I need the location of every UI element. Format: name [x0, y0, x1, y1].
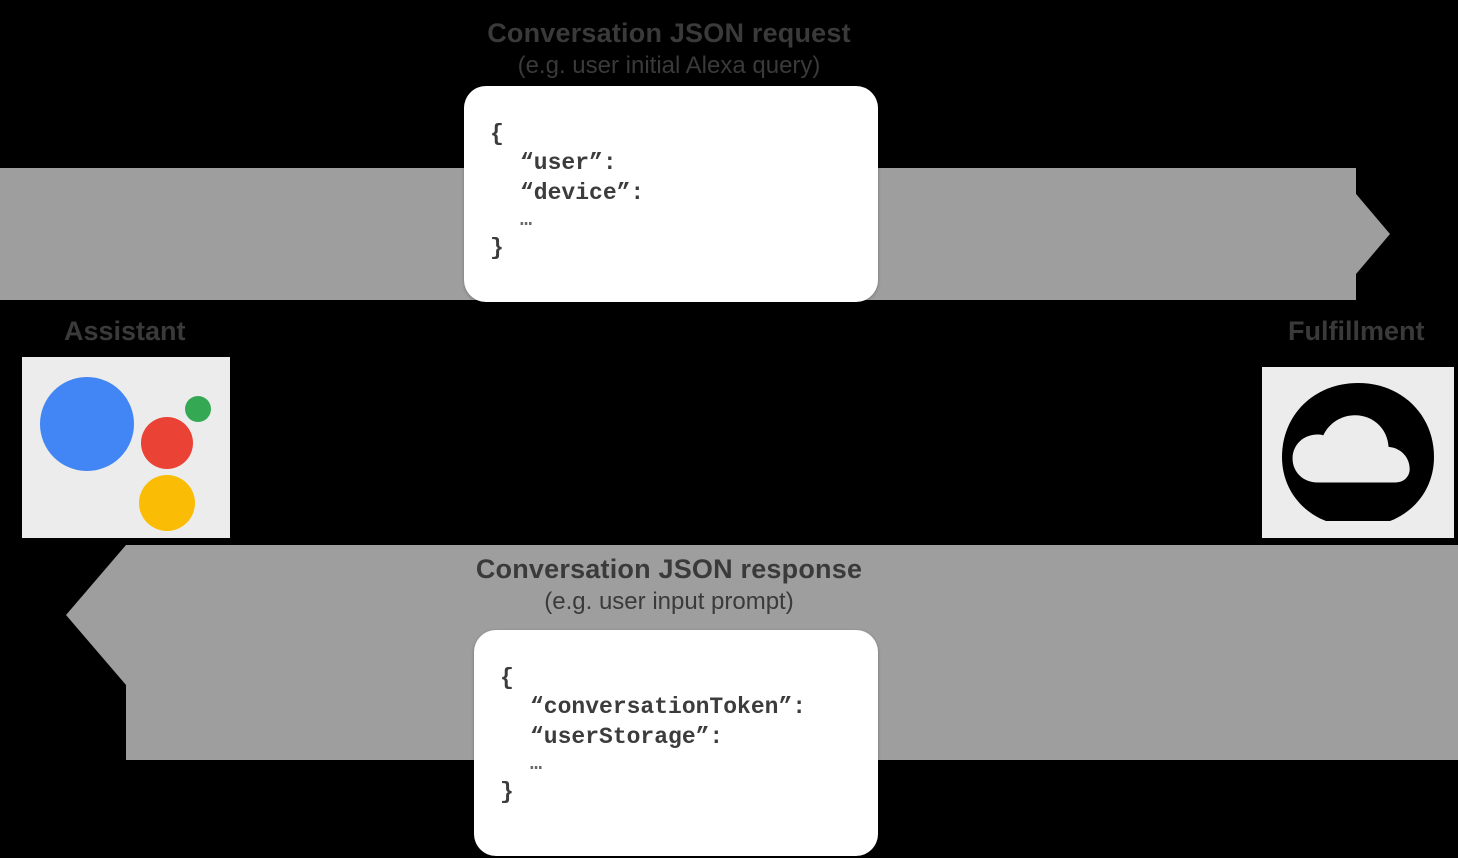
- node-label-assistant: Assistant: [64, 316, 186, 346]
- assistant-yellow-dot-icon: [139, 475, 195, 531]
- node-label-fulfillment: Fulfillment: [1288, 316, 1425, 346]
- response-arrow-head-icon: [66, 545, 126, 685]
- fulfillment-icon-tile: [1262, 367, 1454, 538]
- request-flow-title: Conversation JSON request: [487, 18, 851, 48]
- google-assistant-icon: [22, 357, 230, 538]
- assistant-red-dot-icon: [141, 417, 193, 469]
- assistant-green-dot-icon: [185, 396, 211, 422]
- request-flow-label: Conversation JSON request (e.g. user ini…: [329, 18, 1009, 80]
- cloud-icon: [1282, 383, 1434, 521]
- json-open-brace: {: [500, 665, 514, 691]
- json-ellipsis: …: [530, 753, 543, 777]
- json-key: “userStorage”:: [530, 723, 724, 750]
- request-flow-subtitle: (e.g. user initial Alexa query): [517, 51, 821, 79]
- assistant-blue-dot-icon: [40, 377, 134, 471]
- request-json-card: { “user”: “device”: … }: [464, 86, 878, 302]
- json-close-brace: }: [490, 234, 504, 261]
- json-key: “device”:: [520, 179, 645, 206]
- request-arrow-head-icon: [1334, 168, 1390, 300]
- json-key: “user”:: [520, 150, 617, 177]
- response-json-card: { “conversationToken”: “userStorage”: … …: [474, 630, 878, 856]
- json-open-brace: {: [490, 121, 504, 147]
- json-close-brace: }: [500, 778, 514, 805]
- json-ellipsis: …: [520, 209, 533, 233]
- json-key: “conversationToken”:: [530, 694, 807, 721]
